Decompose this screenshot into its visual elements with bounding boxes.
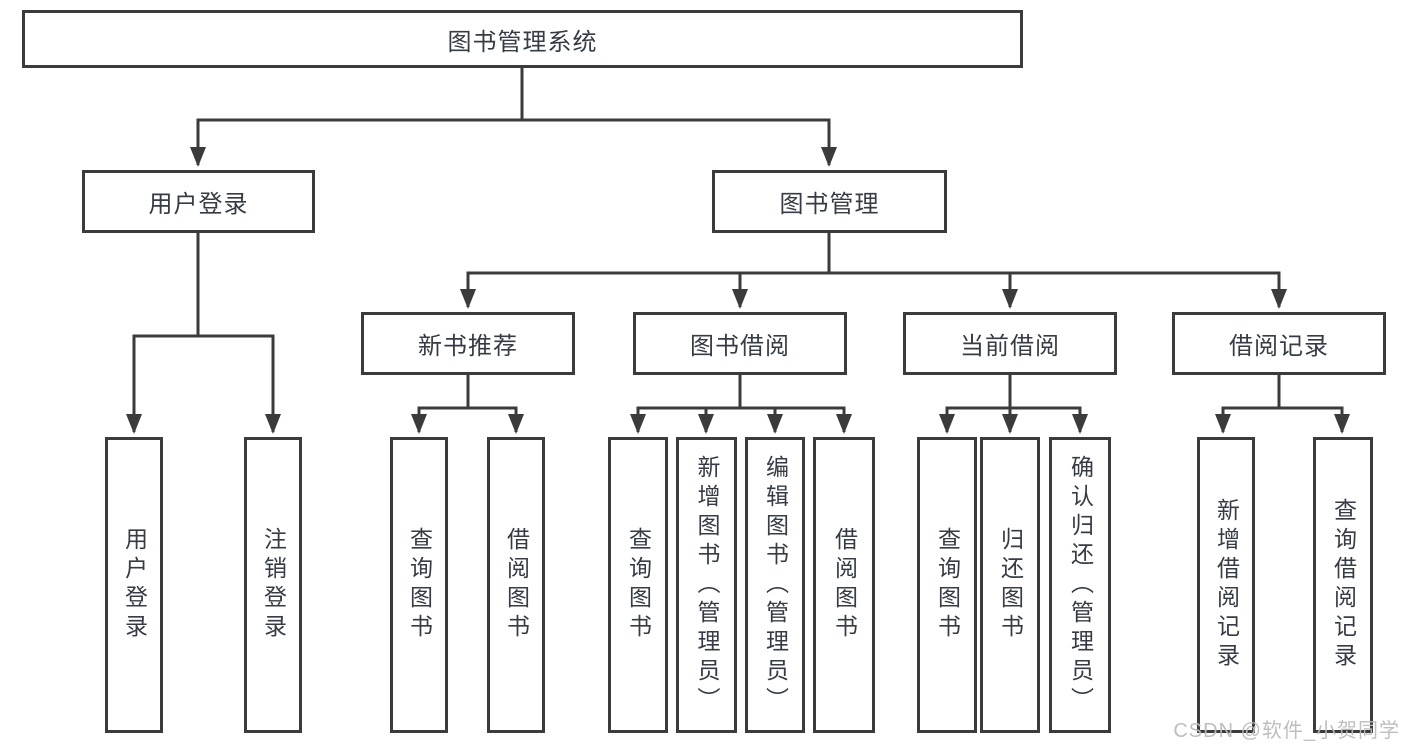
connector-root-to-level2 <box>190 66 837 167</box>
node-label: 图书借阅 <box>690 333 790 360</box>
connector-book-mgmt-children <box>460 233 1287 309</box>
leaf-borrow-books-recommend: 借阅图书 <box>487 437 545 733</box>
leaf-add-books-admin: 新增图书（管理员） <box>676 437 737 733</box>
leaf-label: 注销登录 <box>260 527 287 643</box>
node-label: 用户登录 <box>148 191 249 218</box>
node-label: 新书推荐 <box>418 333 518 360</box>
node-label: 借阅记录 <box>1229 333 1329 360</box>
leaf-query-books-current: 查询图书 <box>917 437 977 733</box>
connector-book-borrow-children <box>630 375 852 434</box>
leaf-logout: 注销登录 <box>244 437 302 733</box>
csdn-watermark: CSDN @软件_小贺同学 <box>1173 720 1400 742</box>
node-new-book-recommendation: 新书推荐 <box>361 312 575 375</box>
leaf-return-books: 归还图书 <box>980 437 1040 733</box>
leaf-label: 查询借阅记录 <box>1330 498 1357 672</box>
leaf-add-borrow-record: 新增借阅记录 <box>1197 437 1255 733</box>
connector-user-login-children <box>126 233 281 434</box>
node-book-management: 图书管理 <box>712 170 947 233</box>
connector-new-book-rec-children <box>411 375 524 434</box>
leaf-label: 查询图书 <box>625 527 652 643</box>
leaf-borrow-books: 借阅图书 <box>813 437 875 733</box>
connector-borrow-records-children <box>1215 375 1350 434</box>
node-label: 图书管理 <box>779 191 880 218</box>
leaf-user-login: 用户登录 <box>105 437 163 733</box>
node-user-login: 用户登录 <box>82 170 315 233</box>
leaf-edit-books-admin: 编辑图书（管理员） <box>745 437 805 733</box>
leaf-label: 借阅图书 <box>503 527 530 643</box>
node-book-borrowing: 图书借阅 <box>633 312 847 375</box>
leaf-label: 新增图书（管理员） <box>694 454 720 716</box>
leaf-confirm-return-admin: 确认归还（管理员） <box>1049 437 1111 733</box>
node-borrowing-records: 借阅记录 <box>1172 312 1386 375</box>
leaf-label: 编辑图书（管理员） <box>762 454 789 716</box>
leaf-query-borrow-record: 查询借阅记录 <box>1313 437 1373 733</box>
leaf-label: 借阅图书 <box>831 527 858 643</box>
leaf-label: 归还图书 <box>997 527 1024 643</box>
leaf-label: 新增借阅记录 <box>1213 498 1240 672</box>
leaf-label: 查询图书 <box>934 527 961 643</box>
node-label: 当前借阅 <box>960 333 1060 360</box>
connector-current-borrow-children <box>939 375 1088 434</box>
leaf-label: 确认归还（管理员） <box>1067 454 1094 716</box>
leaf-label: 用户登录 <box>121 527 148 643</box>
node-library-management-system: 图书管理系统 <box>22 10 1023 68</box>
node-label: 图书管理系统 <box>447 28 598 56</box>
leaf-query-books-recommend: 查询图书 <box>390 437 448 733</box>
leaf-label: 查询图书 <box>406 527 433 643</box>
leaf-query-books-borrowing: 查询图书 <box>608 437 668 733</box>
node-current-borrowing: 当前借阅 <box>903 312 1117 375</box>
